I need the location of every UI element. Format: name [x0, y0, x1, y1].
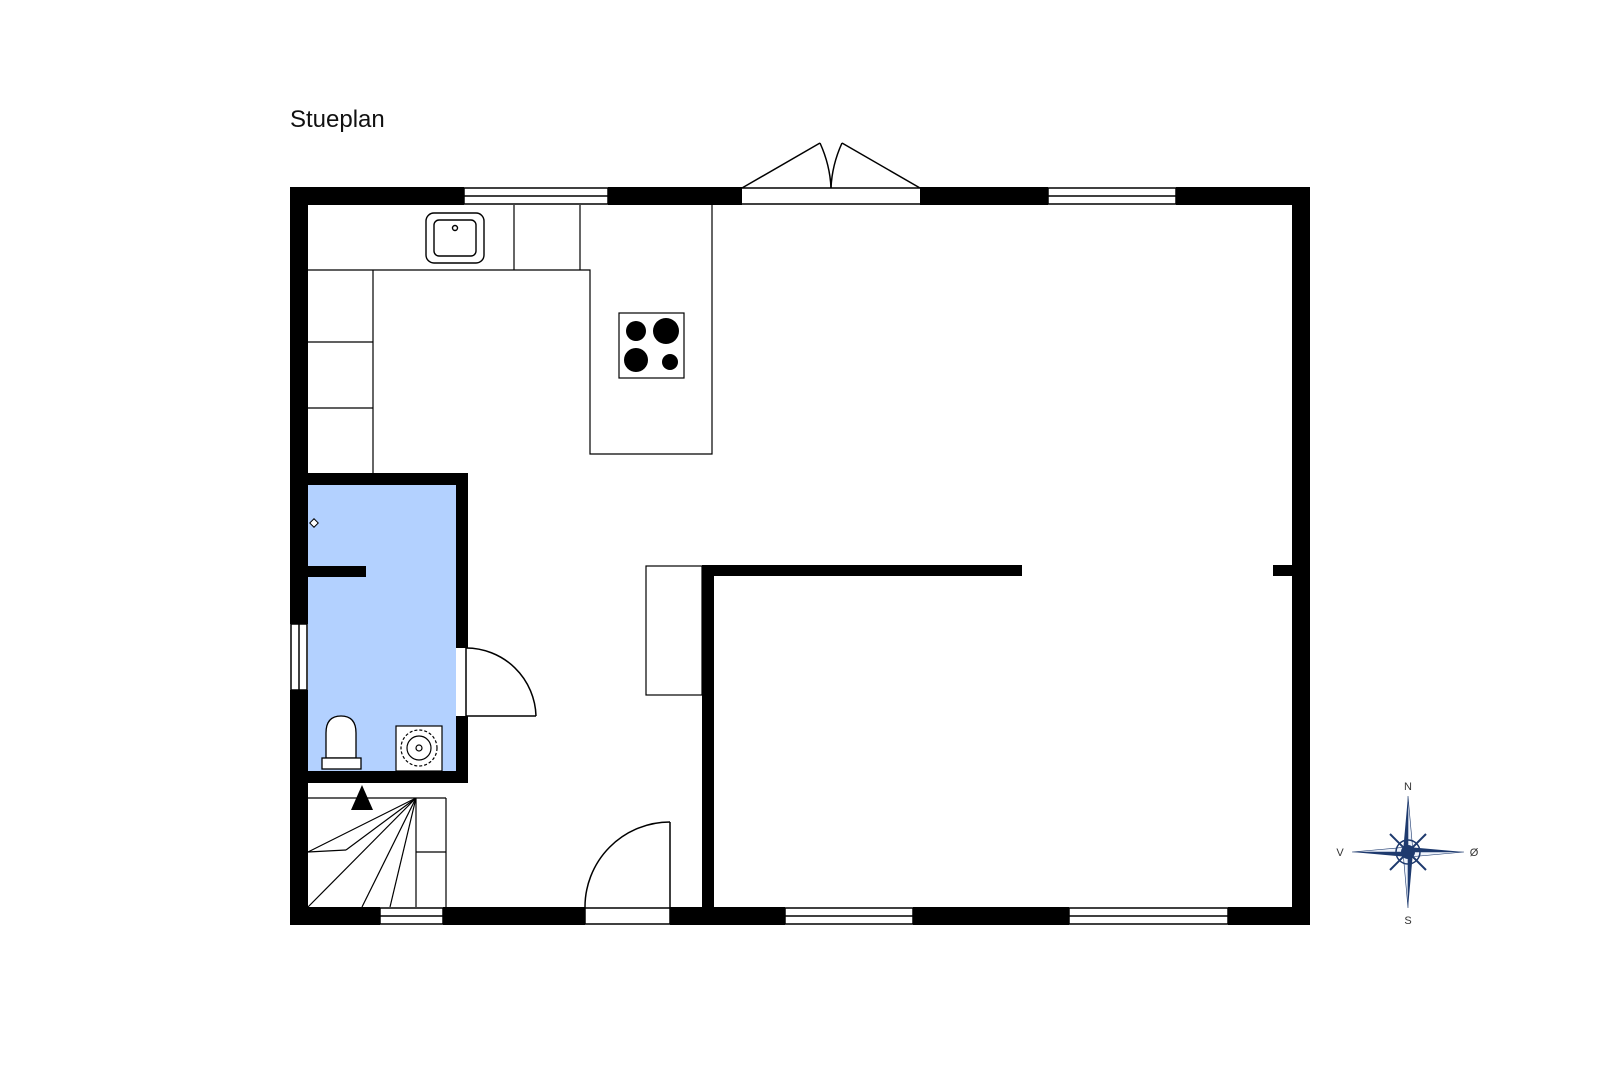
stairs-icon — [307, 785, 447, 908]
kitchen-counters — [308, 205, 713, 696]
bathroom-door — [465, 647, 537, 717]
compass-south-label: S — [1404, 915, 1411, 927]
cooktop-icon — [618, 312, 685, 379]
compass-north-label: N — [1404, 781, 1412, 793]
toilet-icon — [321, 715, 362, 770]
compass-rose-icon — [1351, 795, 1465, 909]
stairs-direction-arrow — [351, 785, 373, 810]
washbasin-icon — [395, 725, 443, 772]
sink-icon — [425, 212, 485, 264]
interior-walls — [290, 473, 1295, 909]
compass-west-label: V — [1336, 847, 1344, 859]
entry-door — [584, 821, 671, 925]
exterior-walls — [290, 187, 1310, 925]
patio-double-door — [741, 142, 921, 205]
plan-title: Stueplan — [290, 106, 385, 133]
valve-icon — [309, 518, 319, 528]
cabinet — [645, 565, 703, 696]
windows — [290, 187, 1229, 925]
compass-east-label: Ø — [1470, 847, 1479, 859]
